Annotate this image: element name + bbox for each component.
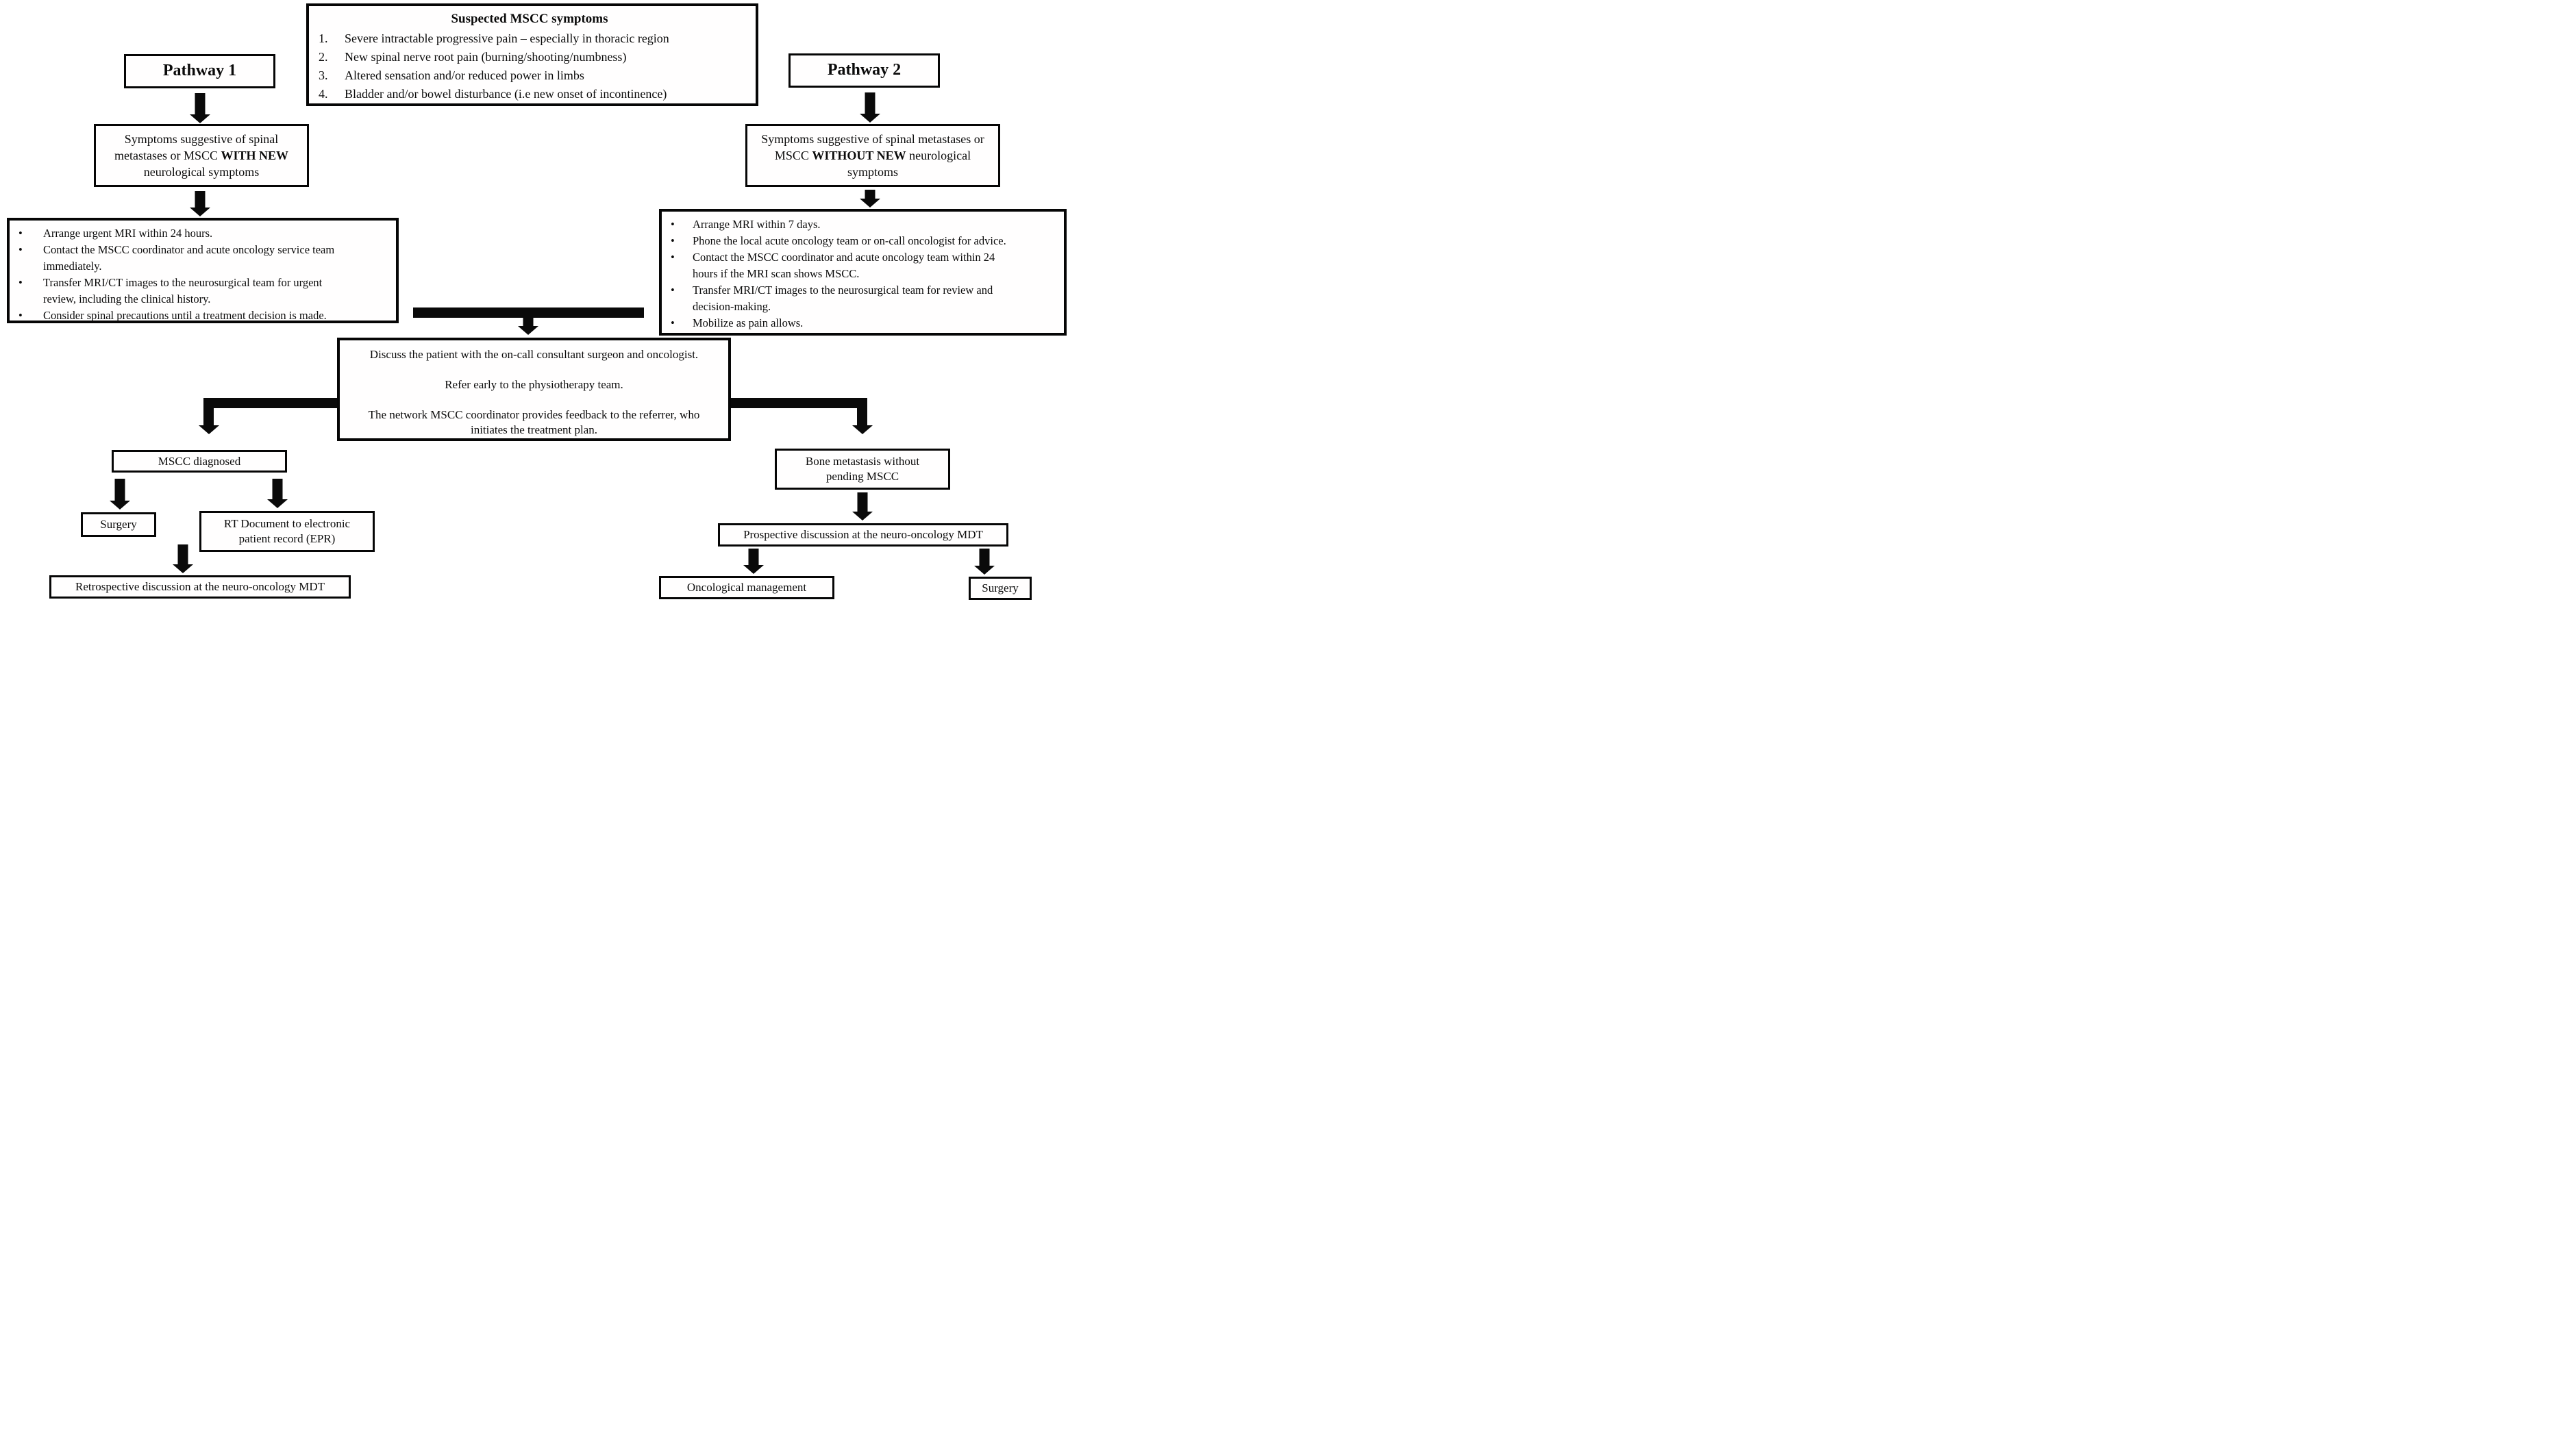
connector-bar-middle	[413, 307, 644, 318]
bullet-icon: •	[671, 316, 675, 329]
action-item: • Arrange urgent MRI within 24 hours.	[10, 225, 393, 242]
connector-left-vertical	[203, 398, 214, 425]
action-text: Consider spinal precautions until a trea…	[43, 309, 327, 322]
action-item: • Contact the MSCC coordinator and acute …	[10, 242, 393, 275]
action-text: Phone the local acute oncology team or o…	[693, 234, 1006, 247]
bullet-icon: •	[18, 243, 23, 256]
suspected-symptoms-title: Suspected MSCC symptoms	[451, 12, 608, 26]
connector-right-vertical	[857, 398, 867, 425]
discussion-box: Discuss the patient with the on-call con…	[337, 338, 731, 441]
retrospective-mdt-box: Retrospective discussion at the neuro-on…	[49, 575, 351, 599]
surgery-box-pathway2: Surgery	[969, 577, 1032, 600]
arrow-to-oncological-icon	[743, 549, 764, 574]
item-text: Altered sensation and/or reduced power i…	[345, 68, 584, 82]
arrow-to-rt-document-icon	[267, 479, 288, 508]
arrow-to-prospective-icon	[852, 492, 873, 520]
pathway2-symptoms-text: Symptoms suggestive of spinal metastases…	[761, 132, 984, 179]
surgery-box-pathway1: Surgery	[81, 512, 156, 537]
bullet-icon: •	[671, 284, 675, 297]
arrow-middle-down-icon	[518, 318, 538, 335]
prospective-mdt-label: Prospective discussion at the neuro-onco…	[743, 528, 983, 541]
suspected-symptoms-box: Suspected MSCC symptoms 1. Severe intrac…	[306, 3, 758, 106]
arrow-to-retrospective-icon	[173, 544, 193, 573]
mscc-diagnosed-label: MSCC diagnosed	[158, 454, 241, 468]
pathway2-actions-box: • Arrange MRI within 7 days. • Phone the l…	[659, 209, 1067, 336]
action-item: • Mobilize as pain allows.	[662, 315, 1061, 331]
bullet-icon: •	[18, 227, 23, 240]
pathway2-title: Pathway 2	[827, 61, 902, 79]
pathway2-symptoms-box: Symptoms suggestive of spinal metastases…	[745, 124, 1000, 187]
bullet-icon: •	[18, 276, 23, 289]
action-text: Transfer MRI/CT images to the neurosurgi…	[43, 276, 323, 305]
surgery-p2-label: Surgery	[982, 581, 1019, 594]
arrow-pathway1-symptoms-down-icon	[190, 191, 210, 216]
action-text: Mobilize as pain allows.	[693, 316, 804, 329]
bullet-icon: •	[18, 309, 23, 322]
oncological-management-label: Oncological management	[686, 581, 807, 594]
pathway1-symptoms-box: Symptoms suggestive of spinal metastases…	[94, 124, 309, 187]
discussion-line-2: Refer early to the physiotherapy team.	[445, 378, 623, 391]
bullet-icon: •	[671, 251, 675, 264]
action-text: Contact the MSCC coordinator and acute o…	[693, 251, 995, 280]
pathway1-header-box: Pathway 1	[124, 54, 275, 88]
symptom-item-4: 4. Bladder and/or bowel disturbance (i.e…	[309, 85, 750, 103]
bullet-icon: •	[671, 234, 675, 247]
action-item: • Transfer MRI/CT images to the neurosurg…	[662, 282, 1061, 315]
action-text: Contact the MSCC coordinator and acute o…	[43, 243, 335, 273]
item-number: 3.	[319, 68, 328, 82]
pathway1-actions-box: • Arrange urgent MRI within 24 hours. • Co…	[7, 218, 399, 323]
connector-right-horizontal	[731, 398, 867, 408]
action-item: • Consider spinal precautions until a tre…	[10, 307, 393, 324]
action-text: Arrange MRI within 7 days.	[693, 218, 821, 231]
rt-document-box: RT Document to electronic patient record…	[199, 511, 375, 552]
mscc-diagnosed-box: MSCC diagnosed	[112, 450, 287, 473]
action-text: Transfer MRI/CT images to the neurosurgi…	[693, 284, 993, 313]
mscc-pathway-flowchart: Suspected MSCC symptoms 1. Severe intrac…	[0, 0, 1069, 607]
action-text: Arrange urgent MRI within 24 hours.	[43, 227, 213, 240]
item-number: 2.	[319, 50, 328, 64]
arrow-pathway2-down-icon	[860, 92, 880, 123]
item-number: 1.	[319, 32, 328, 45]
symptom-item-1: 1. Severe intractable progressive pain –…	[309, 29, 750, 48]
item-text: Severe intractable progressive pain – es…	[345, 32, 669, 45]
discussion-line-3: The network MSCC coordinator provides fe…	[368, 408, 700, 436]
item-text: Bladder and/or bowel disturbance (i.e ne…	[345, 87, 667, 101]
bone-metastasis-box: Bone metastasis without pending MSCC	[775, 449, 950, 490]
arrow-pathway1-down-icon	[190, 93, 210, 123]
arrow-left-elbow-head-icon	[199, 425, 219, 434]
arrow-right-elbow-head-icon	[852, 425, 873, 434]
pathway1-symptoms-text: Symptoms suggestive of spinal metastases…	[114, 132, 289, 179]
action-item: • Transfer MRI/CT images to the neurosurg…	[10, 275, 393, 307]
oncological-management-box: Oncological management	[659, 576, 834, 599]
arrow-to-surgery-p1-icon	[110, 479, 130, 510]
prospective-mdt-box: Prospective discussion at the neuro-onco…	[718, 523, 1008, 547]
rt-document-label: RT Document to electronic patient record…	[223, 517, 351, 545]
action-item: • Phone the local acute oncology team or …	[662, 233, 1061, 249]
symptom-item-3: 3. Altered sensation and/or reduced powe…	[309, 66, 750, 85]
pathway1-title: Pathway 1	[162, 62, 237, 80]
surgery-p1-label: Surgery	[100, 518, 137, 531]
discussion-line-1: Discuss the patient with the on-call con…	[369, 348, 699, 361]
pathway2-header-box: Pathway 2	[788, 53, 940, 88]
item-number: 4.	[319, 87, 328, 101]
retrospective-mdt-label: Retrospective discussion at the neuro-on…	[75, 580, 325, 593]
item-text: New spinal nerve root pain (burning/shoo…	[345, 50, 627, 64]
action-item: • Arrange MRI within 7 days.	[662, 216, 1061, 233]
arrow-pathway2-symptoms-down-icon	[860, 190, 880, 208]
bone-metastasis-label: Bone metastasis without pending MSCC	[805, 455, 920, 483]
bullet-icon: •	[671, 218, 675, 231]
action-item: • Contact the MSCC coordinator and acute …	[662, 249, 1061, 282]
symptom-item-2: 2. New spinal nerve root pain (burning/s…	[309, 48, 750, 66]
arrow-to-surgery-p2-icon	[974, 549, 995, 575]
connector-left-horizontal	[203, 398, 337, 408]
